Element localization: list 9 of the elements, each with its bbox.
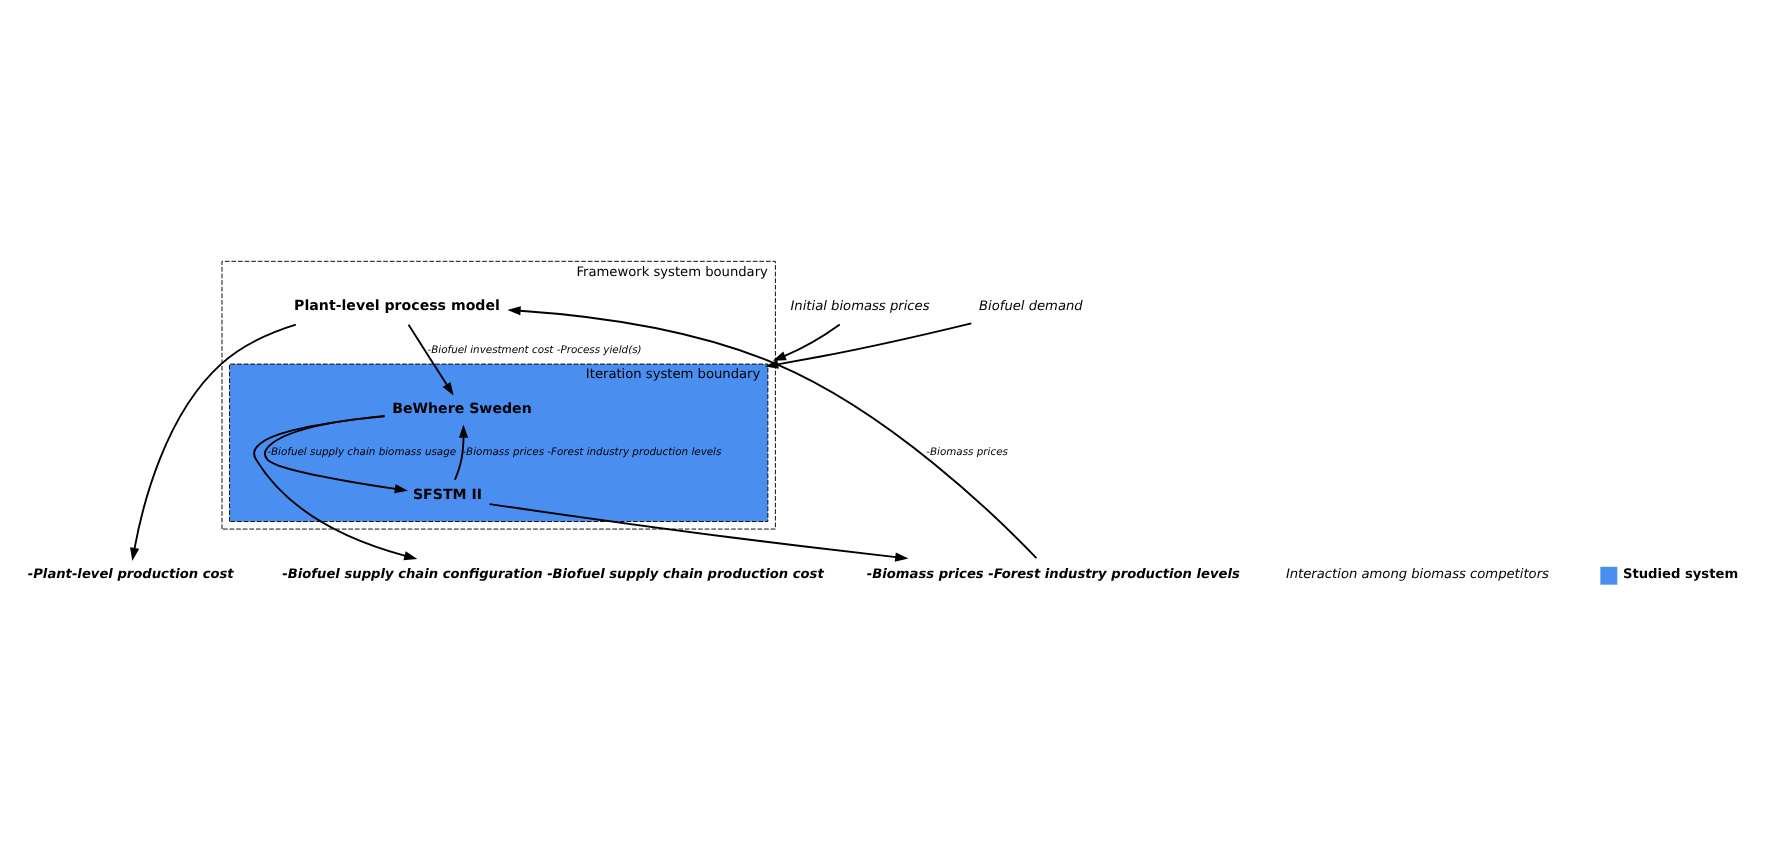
arrow: [488, 502, 909, 561]
arrow: [130, 322, 297, 561]
arrow: [407, 322, 454, 395]
arrow: [263, 413, 408, 493]
arrow: [253, 414, 418, 560]
arrow: [772, 322, 841, 360]
arrow: [453, 423, 469, 480]
arrow: [507, 305, 1038, 558]
arrow: [765, 321, 973, 368]
